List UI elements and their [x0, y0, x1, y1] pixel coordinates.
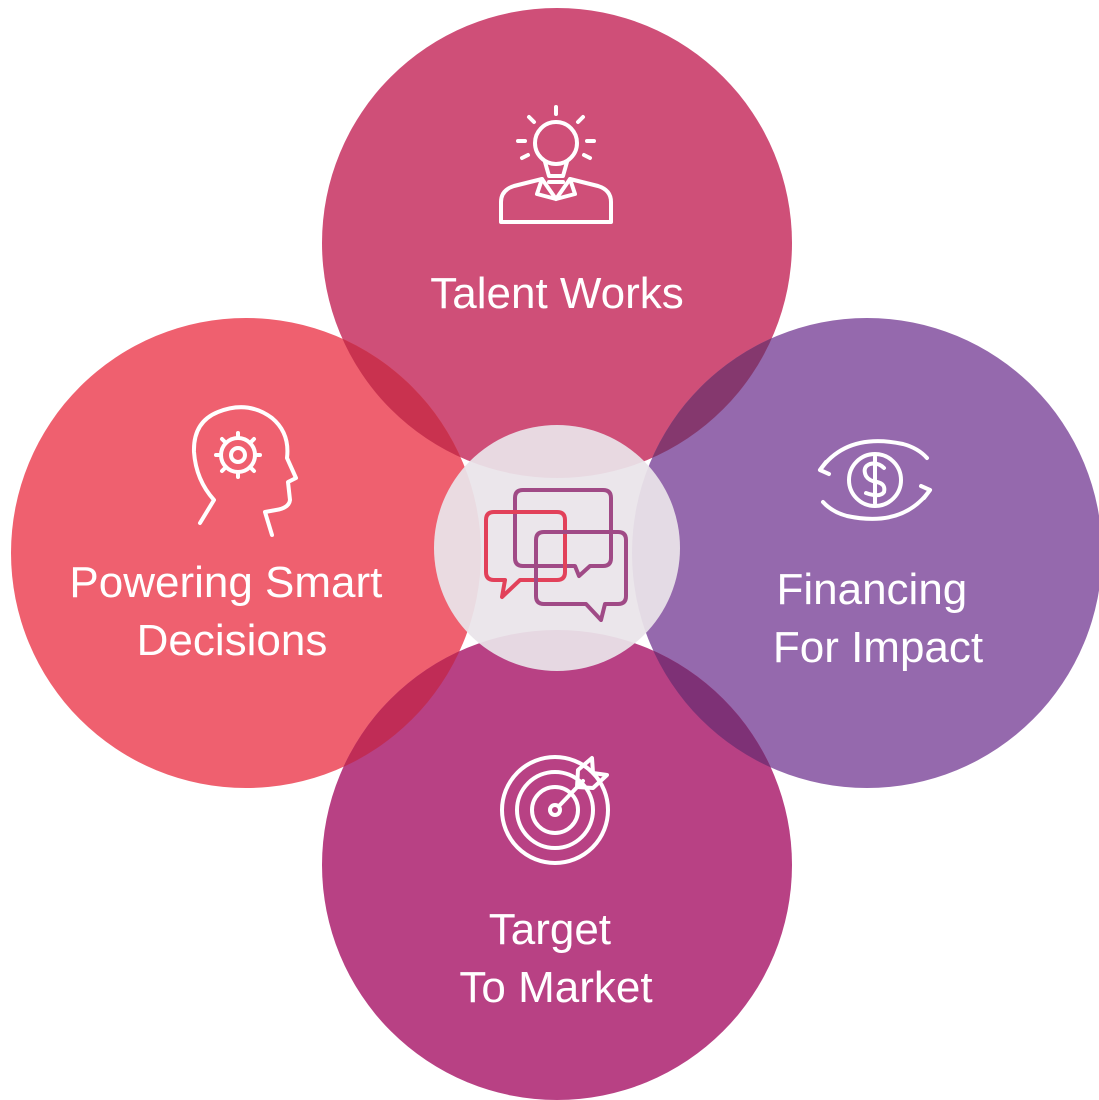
powering-smart-line2: Decisions — [137, 616, 328, 665]
target-line2: To Market — [459, 963, 652, 1012]
circle-bottom — [322, 630, 792, 1100]
target-line1: Target — [489, 905, 611, 954]
financing-line1: Financing — [776, 565, 967, 614]
talent-works-label: Talent Works — [430, 269, 684, 318]
head-gear-icon — [191, 405, 298, 537]
powering-smart-line1: Powering Smart — [69, 558, 382, 607]
circle-top — [322, 8, 792, 478]
chat-bubbles-icon — [484, 488, 628, 622]
target-to-market-label: Target To Market — [459, 905, 652, 1012]
financing-line2: For Impact — [773, 623, 983, 672]
financing-for-impact-label: Financing For Impact — [773, 565, 983, 672]
circle-left — [11, 318, 481, 788]
dollar-cycle-icon — [818, 439, 932, 521]
target-arrow-icon — [500, 755, 610, 865]
center-circle — [434, 425, 680, 671]
lightbulb-person-icon — [499, 105, 613, 224]
powering-smart-decisions-label: Powering Smart Decisions — [69, 558, 394, 665]
circle-right — [632, 318, 1099, 788]
